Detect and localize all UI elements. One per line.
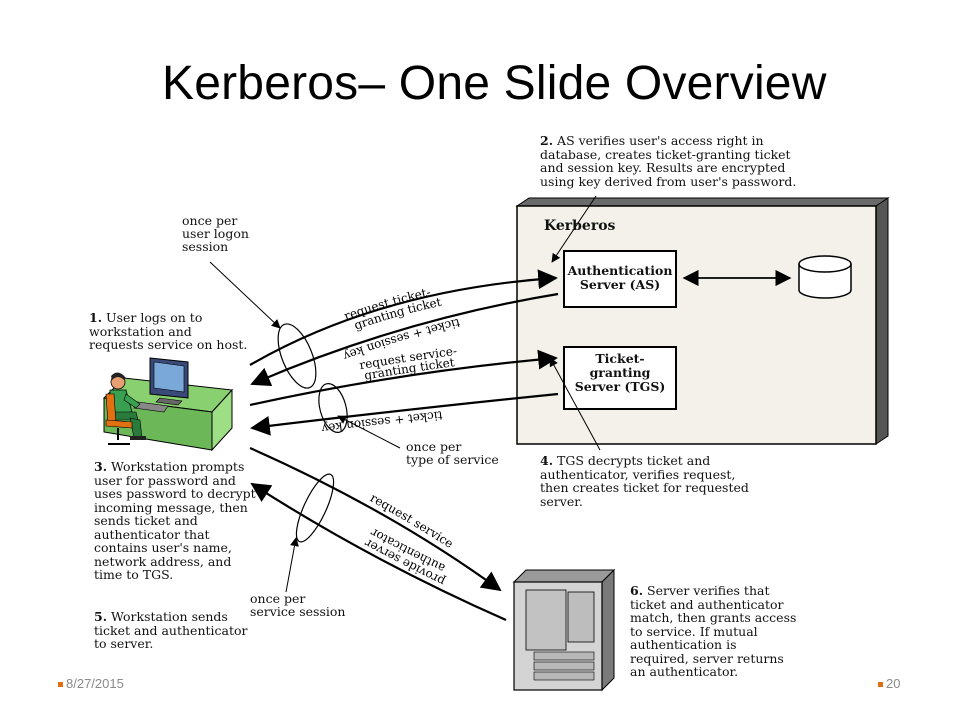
footer-page-number: 20 — [878, 676, 900, 691]
annotation-once-per-service-type: once per type of service — [406, 439, 499, 467]
step-2-note: 2. AS verifies user's access right in da… — [540, 133, 797, 189]
loop-service-session — [295, 473, 335, 543]
leader-service-type — [337, 415, 401, 449]
bullet-icon — [58, 682, 63, 688]
footer-date: 8/27/2015 — [58, 676, 124, 691]
bullet-icon — [878, 682, 883, 688]
step-6-note: 6. Server verifies that ticket and authe… — [630, 583, 797, 679]
annotation-once-per-logon: once per user logon session — [182, 213, 249, 254]
database-icon — [798, 255, 852, 299]
arrow-provide-authenticator — [250, 482, 507, 622]
server-icon — [512, 568, 616, 692]
step-1-note: 1. User logs on to workstation and reque… — [89, 310, 248, 352]
step-4-note: 4. TGS decrypts ticket and authenticator… — [540, 453, 749, 509]
kerberos-label: Kerberos — [544, 218, 616, 234]
slide-title: Kerberos– One Slide Overview — [162, 57, 827, 110]
annotation-once-per-service-session: once per service session — [250, 591, 346, 619]
arrow-request-tgt — [249, 269, 558, 366]
arrow-ticket-key-1 — [250, 292, 559, 387]
leader-step-2 — [551, 195, 597, 263]
step-5-note: 5. Workstation sends ticket and authenti… — [94, 609, 248, 651]
tgs-label: Ticket- granting Server (TGS) — [574, 351, 666, 394]
workstation-illustration — [102, 357, 234, 452]
arrow-ticket-key-2 — [250, 392, 559, 436]
leader-service-session — [285, 537, 299, 593]
arrow-request-sgt — [249, 349, 558, 407]
authentication-server-box — [563, 250, 677, 308]
loop-logon — [277, 323, 317, 389]
leader-step-4 — [549, 357, 601, 451]
arrow-request-service — [249, 446, 502, 592]
step-3-note: 3. Workstation prompts user for password… — [94, 459, 256, 582]
tgs-box — [563, 346, 677, 410]
authentication-server-label: Authentication Server (AS) — [567, 263, 673, 292]
leader-logon — [209, 261, 281, 329]
loop-service-type — [318, 383, 348, 433]
